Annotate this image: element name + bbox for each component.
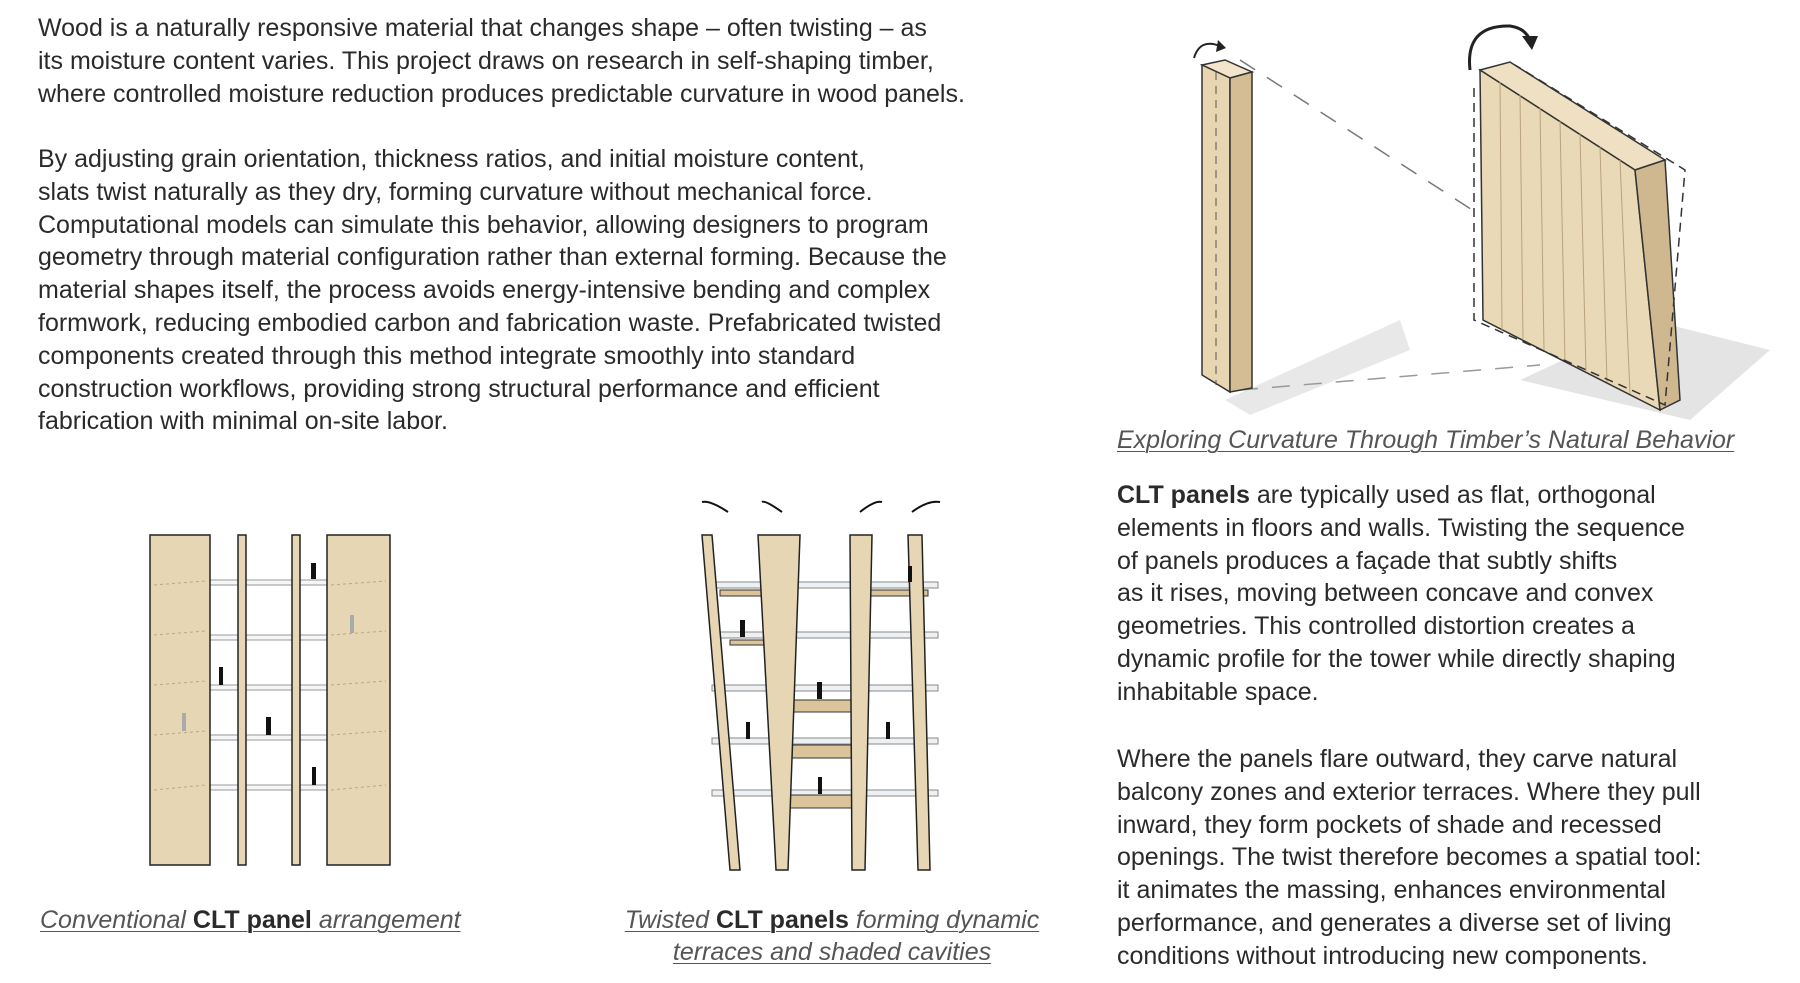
- person-figure: [350, 615, 354, 633]
- twisted-caption: Twisted CLT panels forming dynamic terra…: [597, 904, 1067, 968]
- clt-panel: [326, 534, 391, 866]
- text-line: slats twist naturally as they dry, formi…: [38, 177, 873, 206]
- twisted-panel-center-left: [757, 534, 801, 871]
- caption-line: Twisted CLT panels forming dynamic: [597, 904, 1067, 936]
- text-line: conditions without introducing new compo…: [1117, 941, 1648, 970]
- text-line: Computational models can simulate this b…: [38, 210, 929, 239]
- timber-twist-illustration: [1193, 24, 1770, 420]
- text-line: inhabitable space.: [1117, 677, 1319, 706]
- person-figure: [740, 620, 745, 637]
- person-figure: [312, 767, 316, 785]
- text-line: its moisture content varies. This projec…: [38, 46, 934, 75]
- clt-panel: [291, 534, 301, 866]
- text-line: performance, and generates a diverse set…: [1117, 908, 1672, 937]
- caption-text: Twisted: [624, 906, 716, 934]
- caption-bold: CLT panel: [192, 906, 312, 934]
- flat-slat: [1199, 59, 1255, 394]
- intro-paragraph-2: By adjusting grain orientation, thicknes…: [38, 143, 947, 438]
- conventional-caption: Conventional CLT panel arrangement: [40, 904, 461, 936]
- text-line: components created through this method i…: [38, 341, 856, 370]
- rotate-arrow-icon: [761, 500, 783, 513]
- person-figure: [886, 722, 890, 739]
- person-figure: [746, 722, 750, 739]
- text-line: geometry through material configuration …: [38, 243, 947, 272]
- twist-arrow-large-icon: [1468, 24, 1532, 71]
- twisted-panel-right: [907, 534, 931, 871]
- person-figure: [818, 777, 822, 794]
- rotate-arrow-icon: [701, 500, 729, 513]
- person-figure: [182, 713, 186, 731]
- text-line: dynamic profile for the tower while dire…: [1117, 644, 1676, 673]
- clt-paragraph-2: Where the panels flare outward, they car…: [1117, 743, 1702, 973]
- text-line: inward, they form pockets of shade and r…: [1117, 810, 1662, 839]
- text-line: Where the panels flare outward, they car…: [1117, 745, 1678, 773]
- rotate-arrow-icon: [911, 500, 941, 513]
- person-figure: [311, 563, 316, 579]
- clt-panel: [149, 534, 211, 866]
- text-line: it animates the massing, enhances enviro…: [1117, 876, 1666, 905]
- intro-paragraph-1: Wood is a naturally responsive material …: [38, 12, 965, 110]
- person-figure: [219, 667, 223, 685]
- text-line: fabrication with minimal on-site labor.: [38, 407, 448, 436]
- text-line: as it rises, moving between concave and …: [1117, 579, 1654, 608]
- caption-text: Conventional: [40, 906, 193, 934]
- text-line: balcony zones and exterior terraces. Whe…: [1117, 777, 1701, 806]
- rotate-arrow-icon: [859, 500, 883, 513]
- clt-panels-bold: CLT panels: [1117, 481, 1250, 509]
- text-line: where controlled moisture reduction prod…: [38, 79, 965, 108]
- twisted-panel-left: [701, 534, 741, 871]
- text-line: Wood is a naturally responsive material …: [38, 14, 927, 42]
- caption-text: forming dynamic: [848, 906, 1040, 934]
- caption-text: arrangement: [311, 906, 461, 934]
- twisted-panel: [1473, 61, 1686, 412]
- timber-caption: Exploring Curvature Through Timber’s Nat…: [1117, 426, 1735, 454]
- text-line: openings. The twist therefore becomes a …: [1117, 843, 1702, 872]
- caption-bold: CLT panels: [715, 906, 849, 934]
- twist-arrow-small-icon: [1193, 42, 1221, 59]
- caption-line: terraces and shaded cavities: [672, 938, 992, 966]
- conventional-clt-drawing: [149, 534, 391, 866]
- person-figure: [908, 566, 912, 582]
- text-fragment: are typically used as flat, orthogonal: [1249, 481, 1656, 509]
- text-line: of panels produces a façade that subtly …: [1117, 546, 1618, 575]
- person-figure: [817, 682, 822, 699]
- text-line: By adjusting grain orientation, thicknes…: [38, 145, 865, 173]
- twisted-clt-drawing: [701, 500, 941, 871]
- person-figure: [266, 717, 271, 735]
- twisted-panel-center-right: [849, 534, 873, 871]
- text-line: formwork, reducing embodied carbon and f…: [38, 308, 942, 337]
- clt-paragraph-1: CLT panels are typically used as flat, o…: [1117, 479, 1685, 709]
- text-line: geometries. This controlled distortion c…: [1117, 612, 1635, 641]
- text-line: CLT panels are typically used as flat, o…: [1117, 479, 1685, 512]
- text-line: construction workflows, providing strong…: [38, 374, 880, 403]
- text-line: elements in floors and walls. Twisting t…: [1117, 513, 1685, 542]
- clt-panel: [237, 534, 247, 866]
- text-line: material shapes itself, the process avoi…: [38, 276, 931, 305]
